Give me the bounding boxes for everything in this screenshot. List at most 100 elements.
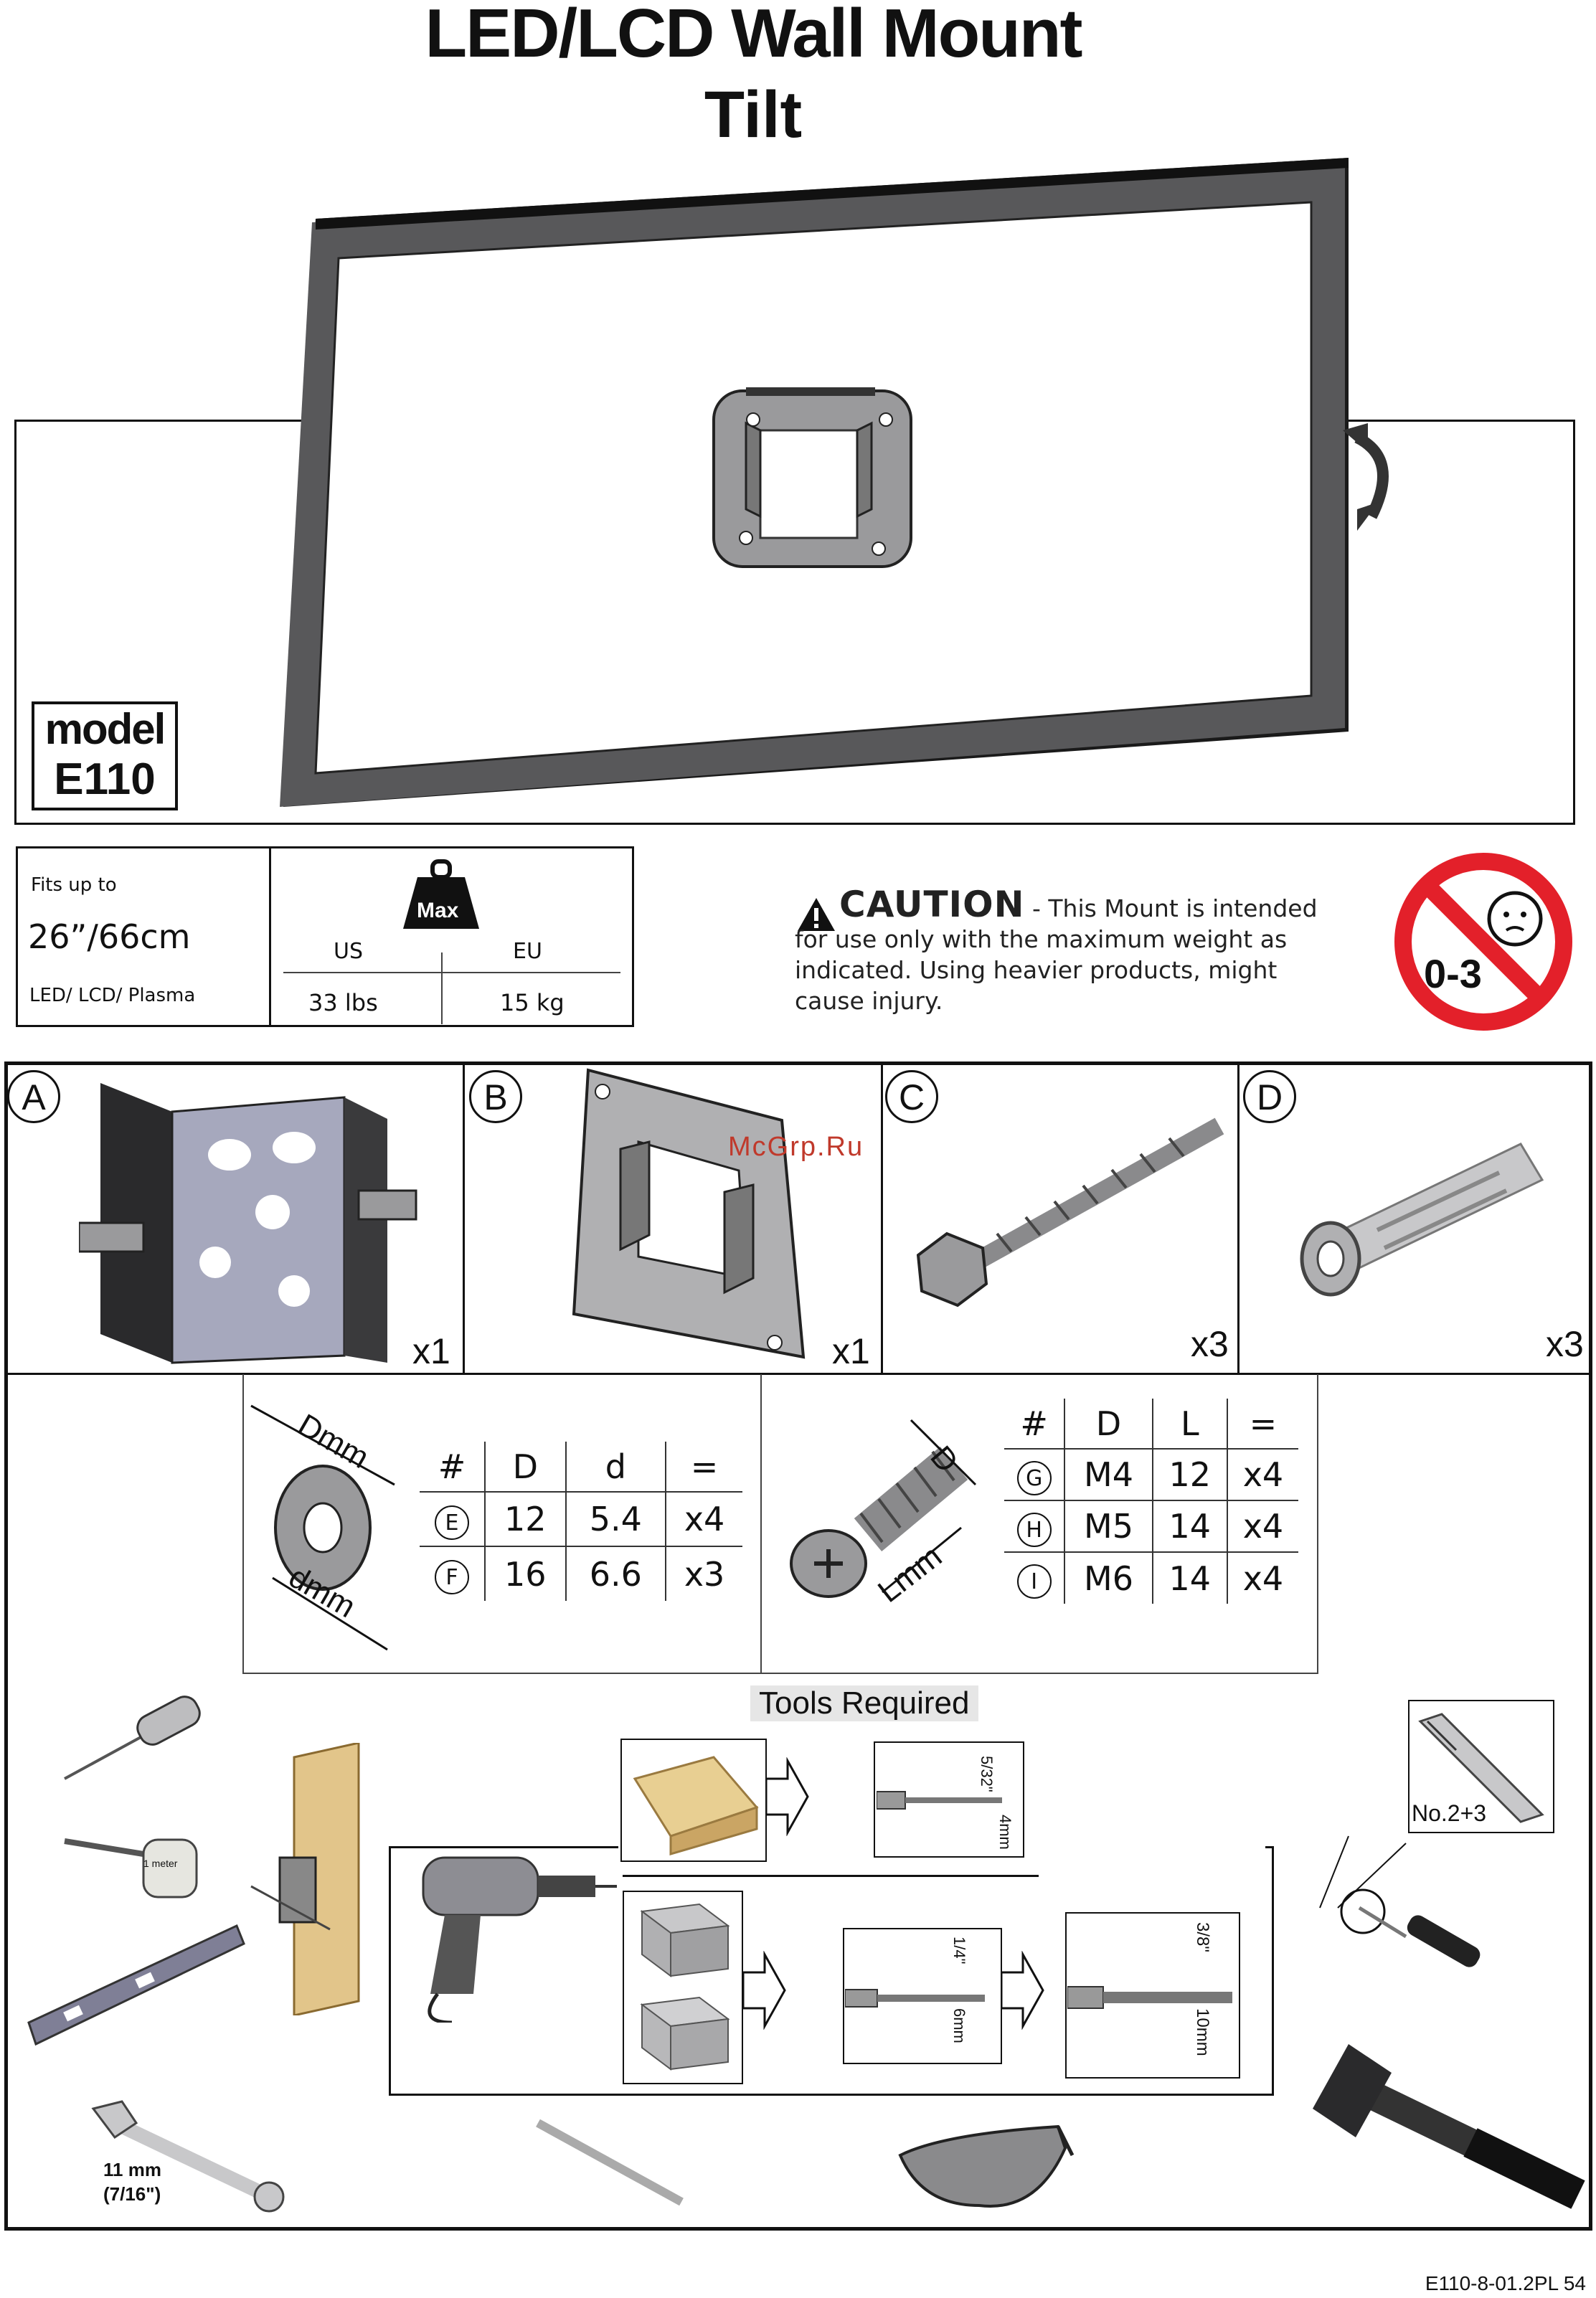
parts-col-divider-3: [1237, 1061, 1240, 1374]
hammer-icon: [1313, 2044, 1585, 2209]
masonry-bit-2-mm: 10mm: [1193, 2008, 1212, 2056]
screw-i-d: M6: [1064, 1552, 1153, 1604]
table-row: G M4 12 x4: [1004, 1449, 1298, 1500]
masonry-block-frame: [623, 1891, 743, 2084]
screw-col-l: L: [1151, 1399, 1227, 1449]
screwdriver-tip-frame: [1408, 1700, 1554, 1833]
us-value: 33 lbs: [308, 989, 378, 1016]
screw-col-qty: =: [1226, 1399, 1298, 1449]
washer-icon: [250, 1404, 395, 1651]
model-label: model: [44, 705, 166, 753]
fits-label: Fits up to: [31, 874, 117, 896]
table-row: E 12 5.4 x4: [420, 1492, 742, 1546]
brick-icon: [640, 1903, 730, 2071]
screw-i-l: 14: [1151, 1552, 1227, 1604]
washer-col-qty: =: [665, 1442, 742, 1492]
power-drill-icon: [422, 1856, 617, 2023]
document-code: E110-8-01.2PL 54: [1425, 2272, 1586, 2294]
table-row: I M6 14 x4: [1004, 1552, 1298, 1604]
part-b-letter: B: [469, 1070, 522, 1123]
wood-drill-bit-icon: [877, 1791, 1002, 1810]
screwdriver-size: No.2+3: [1412, 1800, 1487, 1827]
washer-e-d-outer: 12: [484, 1492, 566, 1546]
us-label: US: [334, 939, 364, 964]
screw-h-d: M5: [1064, 1500, 1153, 1552]
max-label: Max: [417, 899, 459, 922]
pencil-icon: [536, 2119, 684, 2206]
eu-label: EU: [513, 939, 542, 964]
screw-g-qty: x4: [1226, 1449, 1298, 1500]
table-row: H M5 14 x4: [1004, 1500, 1298, 1552]
parts-col-divider-1: [463, 1061, 465, 1374]
washer-f-d-outer: 16: [484, 1546, 566, 1601]
washer-e-id: E: [435, 1505, 470, 1540]
washer-col-d-outer: D: [484, 1442, 566, 1492]
screw-h-qty: x4: [1226, 1500, 1298, 1552]
model-badge: model E110: [32, 701, 178, 810]
max-weight-icon: [403, 859, 479, 929]
washer-col-d-inner: d: [565, 1442, 666, 1492]
part-c-letter: C: [885, 1070, 938, 1123]
caution-text: CAUTION - This Mount is intended for use…: [795, 886, 1340, 1016]
tv-illustration: [280, 158, 1349, 807]
specs-divider-h: [283, 972, 620, 973]
hardware-divider: [760, 1374, 762, 1674]
part-a-letter: A: [7, 1070, 60, 1123]
awl-icon: [64, 1696, 201, 1780]
parts-row-divider: [4, 1373, 1592, 1375]
lag-screw-icon: [916, 1117, 1224, 1308]
tv-bracket-plate-icon: [712, 387, 912, 568]
drill-box: [389, 1848, 1274, 2096]
wrench-size-2: (7/16"): [103, 2183, 161, 2205]
washer-table-header: # D d =: [420, 1442, 742, 1492]
specs-divider-v: [441, 952, 443, 1024]
spirit-level-icon: [27, 1924, 245, 2046]
safety-glasses-icon: [898, 2124, 1075, 2208]
caution-word: CAUTION: [839, 884, 1025, 925]
specs-panel: Fits up to 26”/66cm LED/ LCD/ Plasma Max…: [16, 846, 634, 1027]
parts-col-divider-2: [881, 1061, 883, 1374]
washer-e-d-inner: 5.4: [565, 1492, 666, 1546]
wall-bracket-icon: [79, 1083, 417, 1364]
screw-col-id: #: [1020, 1404, 1048, 1443]
masonry-bit-1-inch: 1/4": [950, 1937, 968, 1964]
tools-title: Tools Required: [750, 1685, 978, 1721]
arrow-right-icon: [766, 1757, 809, 1836]
washer-f-d-inner: 6.6: [565, 1546, 666, 1601]
wall-anchor-icon: [1300, 1143, 1544, 1297]
page-title: LED/LCD Wall Mount: [425, 0, 1083, 72]
wood-bit-inch: 5/32": [978, 1756, 996, 1792]
hardware-box: [242, 1374, 1318, 1674]
masonry-drill-bit-10mm-icon: [1067, 1986, 1232, 2009]
part-d-qty: x3: [1546, 1324, 1584, 1364]
part-c-qty: x3: [1191, 1324, 1229, 1364]
part-a-qty: x1: [412, 1331, 450, 1371]
caution-body: - This Mount is intended for use only wi…: [795, 894, 1318, 1015]
masonry-bit-2-frame: [1065, 1912, 1240, 2079]
warning-triangle-icon: [798, 898, 835, 931]
masonry-bit-2-inch: 3/8": [1193, 1922, 1212, 1952]
arrow-right-icon: [1001, 1951, 1044, 2030]
model-number: E110: [54, 755, 156, 804]
drill-box-top-line: [389, 1846, 618, 1848]
screw-g-l: 12: [1151, 1449, 1227, 1500]
machine-screw-icon: [790, 1419, 977, 1598]
arrow-right-icon: [743, 1951, 786, 2030]
screwdriver-icon: [1319, 1835, 1481, 1967]
fits-types: LED/ LCD/ Plasma: [29, 985, 196, 1006]
stud-finder-icon: [250, 1743, 360, 2015]
wrench-icon: [91, 2100, 285, 2213]
washer-col-id: #: [438, 1447, 466, 1486]
screw-h-l: 14: [1151, 1500, 1227, 1552]
masonry-drill-bit-6mm-icon: [845, 1989, 985, 2008]
tape-label: 1 meter: [143, 1858, 178, 1869]
screw-table: # D L = G M4 12 x4 H M5 14 x4 I M6 14 x4: [1004, 1399, 1298, 1604]
tv-plate-icon: [572, 1068, 806, 1359]
phillips-tip-icon: [1418, 1713, 1544, 1823]
screw-h-id: H: [1016, 1512, 1052, 1547]
specs-fit-column: Fits up to 26”/66cm LED/ LCD/ Plasma: [18, 848, 271, 1025]
washer-table: # D d = E 12 5.4 x4 F 16 6.6 x3: [420, 1442, 742, 1601]
table-row: F 16 6.6 x3: [420, 1546, 742, 1601]
screw-g-id: G: [1016, 1460, 1052, 1495]
part-b-qty: x1: [832, 1331, 870, 1371]
